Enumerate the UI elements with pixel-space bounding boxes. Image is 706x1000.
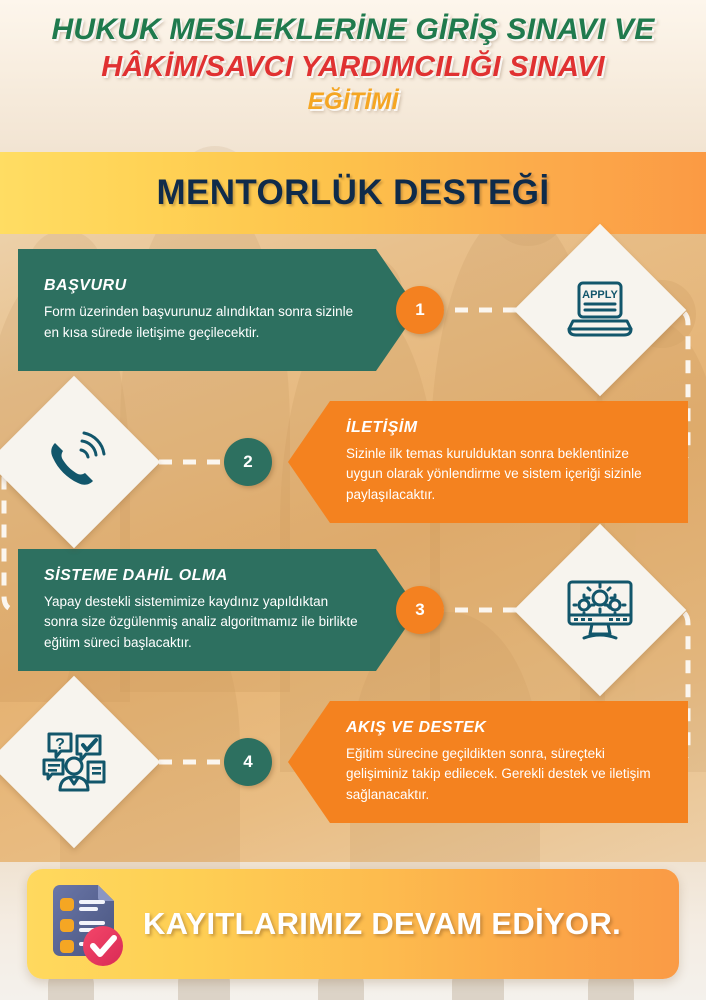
step-banner-3: SİSTEME DAHİL OLMA Yapay destekli sistem… xyxy=(18,549,418,671)
checklist-document-check-icon xyxy=(53,885,123,966)
step-title-1: BAŞVURU xyxy=(44,276,127,294)
step-title-4: AKIŞ VE DESTEK xyxy=(346,718,487,736)
poster-title: HUKUK MESLEKLERİNE GİRİŞ SINAVI VE HÂKİM… xyxy=(0,14,706,114)
step-banner-2: İLETİŞİM Sizinle ilk temas kurulduktan s… xyxy=(288,401,688,523)
question-mark-glyph: ? xyxy=(55,736,65,753)
cta-icon-wrap xyxy=(27,878,143,970)
step-icon-tile-2 xyxy=(0,375,161,549)
step-number-3: 3 xyxy=(396,586,444,634)
step-body-1: Form üzerinden başvurunuz alındıktan son… xyxy=(44,303,354,340)
step-icon-tile-3 xyxy=(513,523,687,697)
step-number-4: 4 xyxy=(224,738,272,786)
step-body-2: Sizinle ilk temas kurulduktan sonra bekl… xyxy=(346,445,642,502)
step-title-2: İLETİŞİM xyxy=(346,418,418,436)
title-line-1: HUKUK MESLEKLERİNE GİRİŞ SINAVI VE xyxy=(51,13,655,46)
laptop-apply-icon: APPLY xyxy=(567,281,633,337)
step-icon-tile-1: APPLY xyxy=(513,223,687,397)
steps-flow: BAŞVURU Form üzerinden başvurunuz alındı… xyxy=(0,223,706,862)
step-banner-4: AKIŞ VE DESTEK Eğitim sürecine geçildikt… xyxy=(288,701,688,823)
support-faq-person-icon: ? xyxy=(42,732,106,792)
mentorship-banner-heading: MENTORLÜK DESTEĞİ xyxy=(156,173,550,212)
step-icon-tile-4: ? xyxy=(0,675,161,849)
title-line-2: HÂKİM/SAVCI YARDIMCILIĞI SINAVI xyxy=(101,50,605,83)
step-number-2: 2 xyxy=(224,438,272,486)
monitor-gears-icon xyxy=(567,580,633,640)
laptop-apply-label: APPLY xyxy=(582,289,618,301)
ringing-phone-icon xyxy=(51,431,106,485)
step-title-3: SİSTEME DAHİL OLMA xyxy=(44,566,228,584)
step-banner-1: BAŞVURU Form üzerinden başvurunuz alındı… xyxy=(18,249,418,371)
registration-cta-banner[interactable]: KAYITLARIMIZ DEVAM EDİYOR. xyxy=(27,869,679,979)
check-glyph xyxy=(81,738,99,752)
step-body-4: Eğitim sürecine geçildikten sonra, süreç… xyxy=(346,745,651,802)
step-number-1: 1 xyxy=(396,286,444,334)
mentorship-banner: MENTORLÜK DESTEĞİ xyxy=(0,152,706,234)
step-body-3: Yapay destekli sistemimize kaydınız yapı… xyxy=(44,593,358,650)
cta-text: KAYITLARIMIZ DEVAM EDİYOR. xyxy=(143,906,621,941)
background-top xyxy=(0,0,706,152)
title-line-3: EĞİTİMİ xyxy=(307,87,399,115)
